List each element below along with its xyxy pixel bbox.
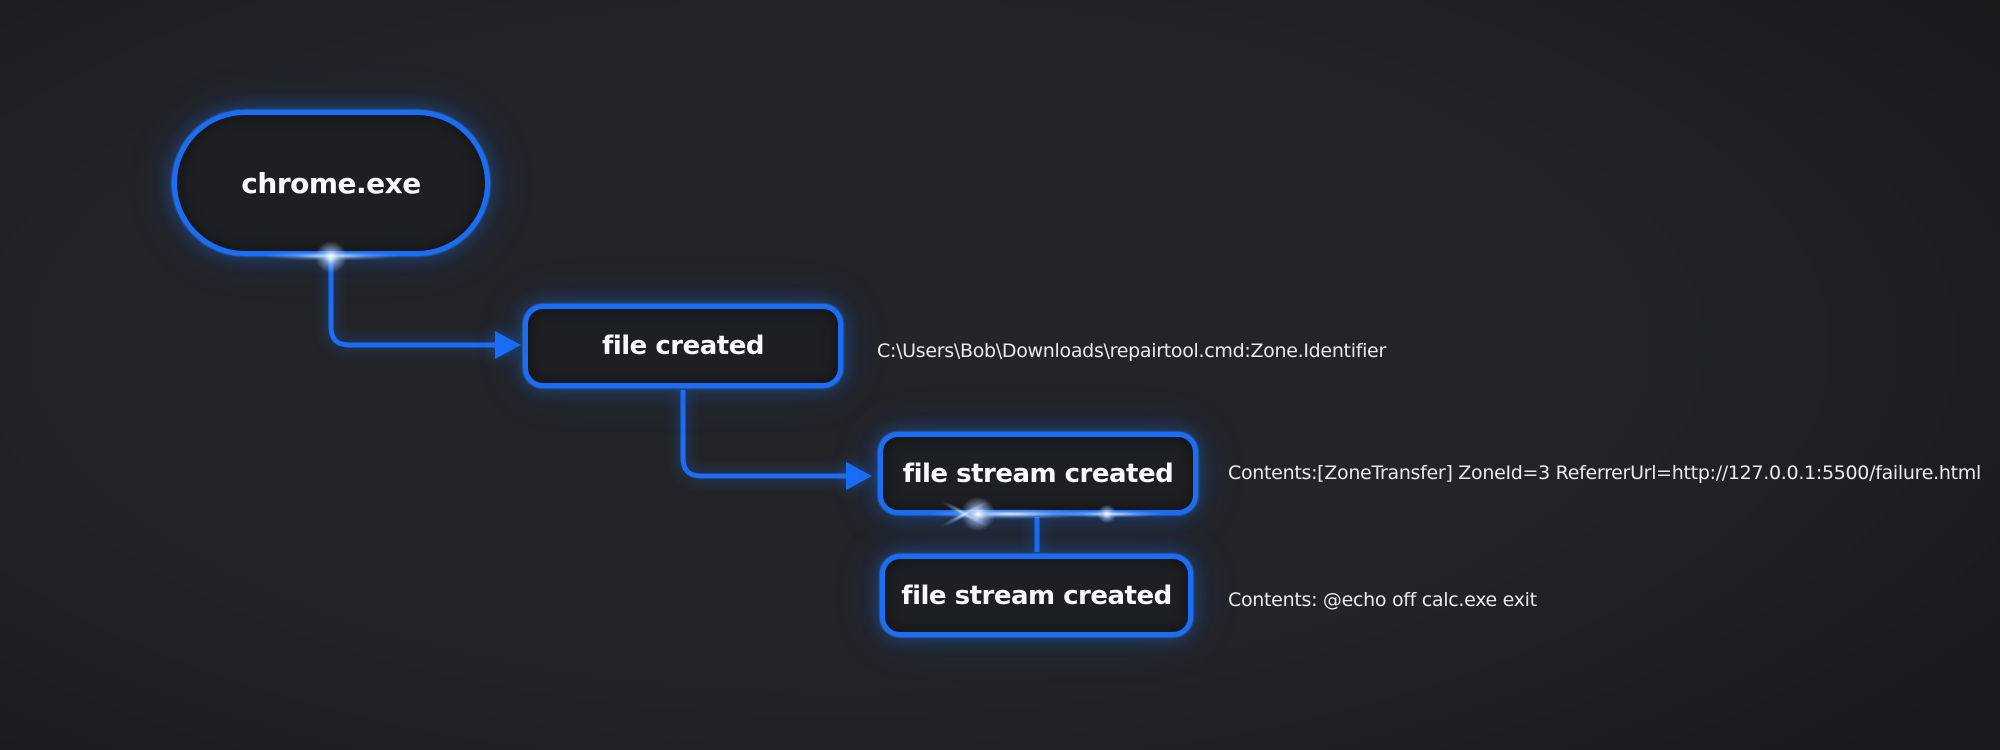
node-file-stream-created-1[interactable]: file stream created (878, 432, 1198, 515)
annotation-zonetransfer-contents: Contents:[ZoneTransfer] ZoneId=3 Referre… (1228, 462, 1981, 484)
node-file-stream-created-2[interactable]: file stream created (880, 554, 1193, 637)
arrowhead-icon (495, 331, 521, 359)
node-file-stream-created-1-label: file stream created (902, 458, 1174, 489)
connector-chrome-to-file-created (328, 259, 495, 348)
node-file-stream-created-2-label: file stream created (901, 580, 1172, 611)
node-chrome-exe-label: chrome.exe (241, 166, 421, 200)
arrowhead-icon (846, 462, 872, 490)
annotation-echo-contents: Contents: @echo off calc.exe exit (1228, 589, 1537, 611)
annotation-zone-identifier-path: C:\Users\Bob\Downloads\repairtool.cmd:Zo… (877, 340, 1386, 362)
node-chrome-exe[interactable]: chrome.exe (172, 110, 490, 256)
node-file-created-label: file created (602, 331, 764, 361)
node-file-created[interactable]: file created (523, 304, 843, 388)
connector-file-created-to-stream-1 (680, 390, 846, 479)
